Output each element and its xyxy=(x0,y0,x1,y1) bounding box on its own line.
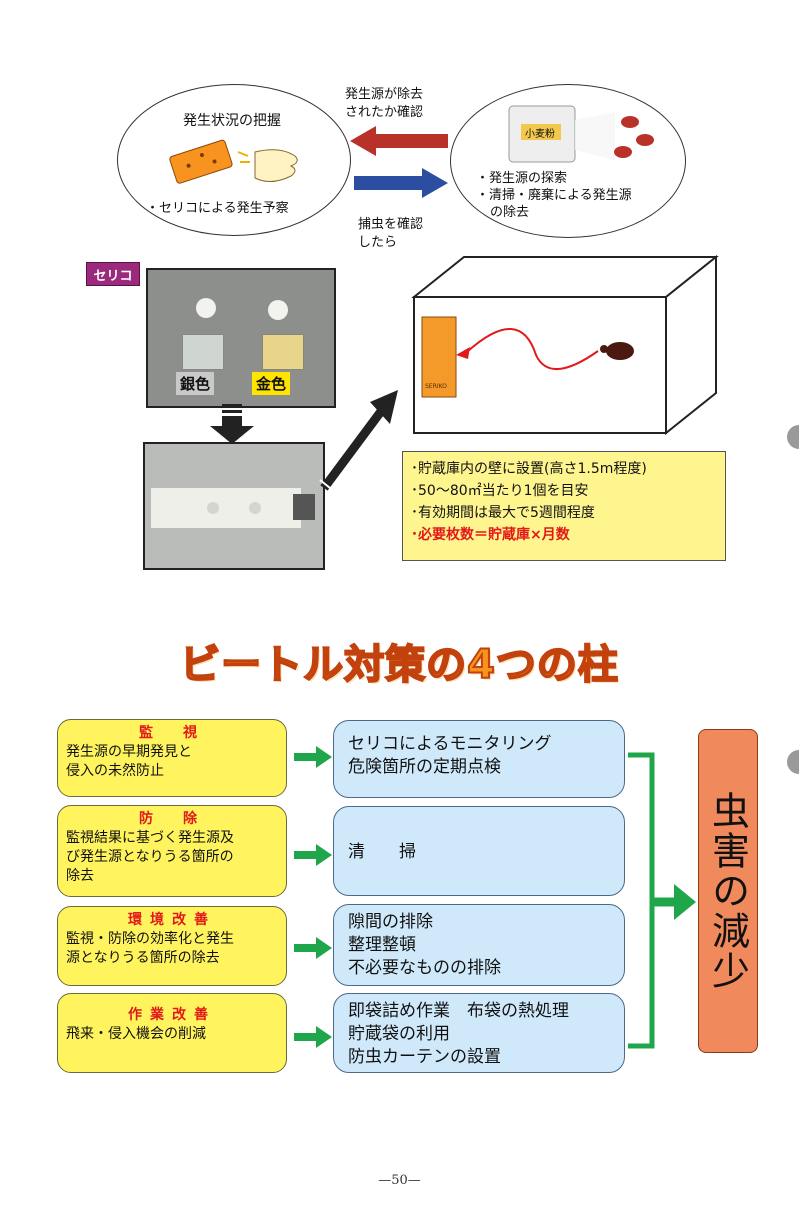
right-ellipse-item-3: の除去 xyxy=(490,205,530,220)
page-number: —50— xyxy=(378,1173,421,1188)
diagonal-arrow-icon xyxy=(319,390,398,491)
green-arrow-icon xyxy=(294,746,332,768)
bottom-arrow-label-2: したら xyxy=(358,235,398,250)
measure-box-work: 即袋詰め作業 布袋の熱処理 貯蔵袋の利用 防虫カーテンの設置 xyxy=(333,993,625,1073)
pillar-head: 作業改善 xyxy=(128,1007,216,1023)
down-arrow-icon xyxy=(210,404,254,444)
top-arrow-label-1: 発生源が除去 xyxy=(345,87,424,102)
measure-line: 即袋詰め作業 布袋の熱処理 xyxy=(348,1001,569,1021)
info-line-2: ･50～80㎡当たり1個を目安 xyxy=(411,483,589,499)
right-ellipse-item-1: ・発生源の探索 xyxy=(476,171,568,186)
pillar-body-line: 源となりうる箇所の除去 xyxy=(66,950,220,966)
pillar-box-control: 防 除 監視結果に基づく発生源及 び発生源となりうる箇所の 除去 xyxy=(57,805,287,897)
silver-label: 銀色 xyxy=(176,372,215,395)
result-text: 虫害の減少 xyxy=(705,791,750,991)
pillar-box-environment: 環境改善 監視・防除の効率化と発生 源となりうる箇所の除去 xyxy=(57,906,287,986)
trap-strip xyxy=(151,488,301,528)
measure-line: 整理整頓 xyxy=(348,935,416,955)
pillar-head: 環境改善 xyxy=(128,912,216,928)
left-ellipse-title: 発生状況の把握 xyxy=(183,113,281,129)
serico-tag: セリコ xyxy=(86,262,140,286)
trap-hole-icon xyxy=(249,502,261,514)
pillar-box-work: 作業改善 飛来・侵入機会の削減 xyxy=(57,993,287,1073)
pillar-body-line: 除去 xyxy=(66,868,94,884)
green-arrow-icon xyxy=(294,1026,332,1048)
trap-brand-label: SERIKO xyxy=(425,383,447,390)
bottom-arrow-label-1: 捕虫を確認 xyxy=(358,217,424,232)
trap-and-finger-illustration xyxy=(169,139,298,184)
pillar-body-line: 監視結果に基づく発生源及 xyxy=(66,830,234,846)
pillar-body-line: 侵入の未然防止 xyxy=(66,763,164,779)
top-arrow-label-2: されたか確認 xyxy=(345,105,424,120)
flour-bag-and-beetles-illustration xyxy=(508,105,654,163)
left-ellipse xyxy=(117,84,351,236)
trap-hole-icon xyxy=(207,502,219,514)
measure-box-environment: 隙間の排除 整理整頓 不必要なものの排除 xyxy=(333,904,625,986)
right-ellipse-item-2: ・清掃・廃棄による発生源 xyxy=(476,188,632,203)
pillar-head: 防 除 xyxy=(139,811,205,827)
measure-line: 貯蔵袋の利用 xyxy=(348,1024,450,1044)
serico-photo-top: 銀色 金色 xyxy=(146,268,336,408)
left-ellipse-item: ・セリコによる発生予察 xyxy=(146,201,289,216)
info-line-1: ･貯蔵庫内の壁に設置(高さ1.5m程度) xyxy=(411,461,647,477)
flour-bag-label: 小麦粉 xyxy=(525,129,555,140)
pillar-body-line: び発生源となりうる箇所の xyxy=(66,849,234,865)
pillar-head: 監 視 xyxy=(139,725,205,741)
trap-hole-icon xyxy=(196,298,216,318)
blue-right-arrow-icon xyxy=(354,168,448,198)
binder-hole-icon xyxy=(787,425,799,449)
page-title: ビートル対策の4つの柱 xyxy=(179,641,619,689)
serico-info-box: ･貯蔵庫内の壁に設置(高さ1.5m程度) ･50～80㎡当たり1個を目安 ･有効… xyxy=(402,451,726,561)
measure-box-monitoring: セリコによるモニタリング 危険箇所の定期点検 xyxy=(333,720,625,798)
measure-line: セリコによるモニタリング xyxy=(348,734,552,754)
trap-end-tab xyxy=(293,494,315,520)
pillar-box-monitoring: 監 視 発生源の早期発見と 侵入の未然防止 xyxy=(57,719,287,797)
red-left-arrow-icon xyxy=(350,126,448,156)
info-line-3: ･有効期間は最大で5週間程度 xyxy=(411,505,595,521)
pillar-body-line: 監視・防除の効率化と発生 xyxy=(66,931,234,947)
measure-box-control: 清 掃 xyxy=(333,806,625,896)
info-line-4: ･必要枚数＝貯蔵庫×月数 xyxy=(411,527,570,543)
storage-box-illustration xyxy=(411,255,719,435)
measure-line: 清 掃 xyxy=(348,842,416,862)
result-box: 虫害の減少 xyxy=(698,729,758,1053)
measure-line: 不必要なものの排除 xyxy=(348,958,501,978)
measure-line: 防虫カーテンの設置 xyxy=(348,1047,501,1067)
pillar-body-line: 飛来・侵入機会の削減 xyxy=(66,1026,206,1042)
green-bracket-arrow-icon xyxy=(628,752,696,1049)
serico-photo-bottom xyxy=(143,442,325,570)
gold-lure-packet xyxy=(262,334,304,370)
measure-line: 隙間の排除 xyxy=(348,912,433,932)
binder-hole-icon xyxy=(787,750,799,774)
measure-line: 危険箇所の定期点検 xyxy=(348,757,501,777)
pillar-body-line: 発生源の早期発見と xyxy=(66,744,192,760)
gold-label: 金色 xyxy=(252,372,291,395)
trap-hole-icon xyxy=(268,300,288,320)
silver-lure-packet xyxy=(182,334,224,370)
green-arrow-icon xyxy=(294,844,332,866)
green-arrow-icon xyxy=(294,937,332,959)
